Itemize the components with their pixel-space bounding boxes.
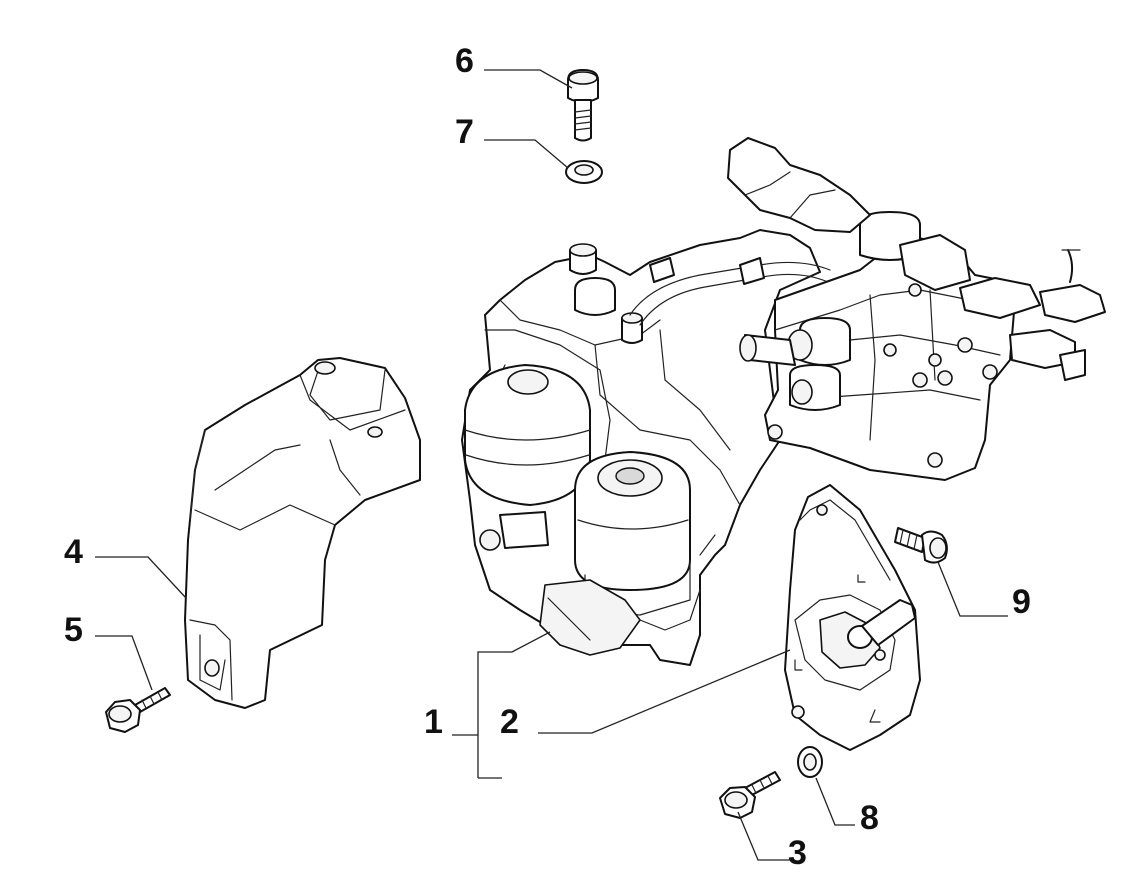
- callout-labels: 6 7 4 5 1 2 3 8 9: [64, 42, 1031, 872]
- flange-bolt-3: [719, 771, 781, 819]
- callout-9: 9: [1012, 583, 1031, 621]
- protective-cover: [184, 357, 421, 709]
- callout-1: 1: [424, 703, 443, 741]
- callout-8: 8: [860, 799, 879, 837]
- leader-9: [937, 561, 1008, 617]
- socket-head-screw-6: [567, 69, 599, 142]
- callout-4: 4: [64, 533, 83, 571]
- leader-1-top: [477, 631, 551, 778]
- actuator-unit: [461, 137, 1106, 666]
- mounting-plate: [784, 484, 921, 751]
- leader-3: [737, 811, 790, 861]
- leader-8: [815, 777, 855, 826]
- leader-4: [95, 556, 187, 599]
- leader-5: [95, 635, 153, 691]
- leader-lines: [95, 69, 1008, 861]
- washer-8: [797, 746, 823, 778]
- callout-5: 5: [64, 611, 83, 649]
- callout-7: 7: [455, 113, 474, 151]
- callout-3: 3: [788, 834, 807, 872]
- leader-6: [484, 69, 573, 89]
- socket-head-screw-9: [894, 527, 948, 564]
- leader-7: [484, 139, 569, 169]
- callout-6: 6: [455, 42, 474, 80]
- washer-7: [565, 160, 603, 184]
- leader-2: [538, 649, 791, 734]
- flange-bolt-5: [105, 687, 171, 733]
- callout-2: 2: [500, 703, 519, 741]
